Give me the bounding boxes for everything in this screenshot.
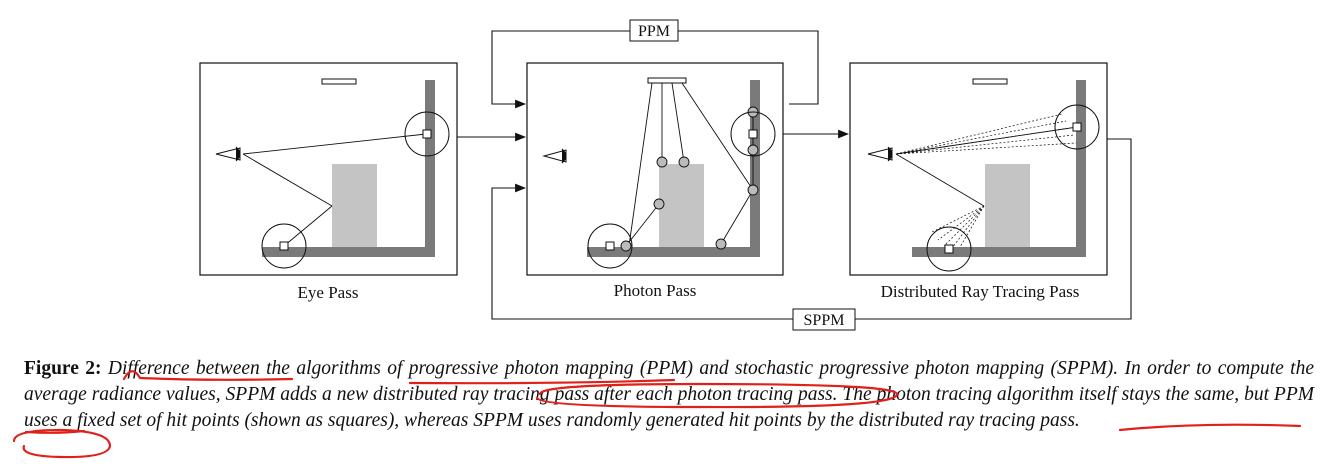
light-source xyxy=(647,77,687,84)
hit-point xyxy=(279,241,289,251)
hit-region xyxy=(404,111,450,157)
ppm-tag: PPM xyxy=(629,19,679,42)
hit-region xyxy=(261,223,307,269)
hit-point xyxy=(944,244,954,254)
box xyxy=(332,164,377,247)
eye-icon xyxy=(867,146,893,162)
hit-point xyxy=(422,129,432,139)
svg-text:SPPM: SPPM xyxy=(804,312,845,329)
hit-point xyxy=(748,129,758,139)
eye-icon xyxy=(215,146,241,162)
floor xyxy=(587,247,760,257)
photon-pass-label: Photon Pass xyxy=(614,281,697,300)
sppm-tag: SPPM xyxy=(792,308,856,331)
floor xyxy=(262,247,435,257)
hit-region xyxy=(1054,104,1100,150)
wall xyxy=(425,80,435,257)
wall xyxy=(750,80,760,257)
hit-region xyxy=(926,226,972,272)
svg-text:PPM: PPM xyxy=(638,23,670,40)
hit-point xyxy=(1072,122,1082,132)
light-source xyxy=(972,78,1008,85)
caption-text: Difference between the algorithms of pro… xyxy=(24,358,1314,431)
drt-pass-label: Distributed Ray Tracing Pass xyxy=(881,282,1080,301)
caption-label: Figure 2: xyxy=(24,358,102,379)
wall xyxy=(1076,80,1086,257)
floor xyxy=(912,247,1086,257)
hit-point xyxy=(605,241,615,251)
box xyxy=(659,164,704,247)
eye-pass-panel: Eye Pass xyxy=(199,62,458,302)
box xyxy=(985,164,1030,247)
light-source xyxy=(321,78,357,85)
hit-region xyxy=(587,223,633,269)
distributed-ray-tracing-panel: Distributed Ray Tracing Pass xyxy=(849,62,1108,301)
hit-region xyxy=(730,111,776,157)
figure-caption: Figure 2: Difference between the algorit… xyxy=(24,356,1314,434)
eye-icon xyxy=(542,148,567,164)
eye-pass-label: Eye Pass xyxy=(298,283,359,302)
photon-pass-panel: Photon Pass xyxy=(526,62,784,300)
photon-hits xyxy=(620,106,759,252)
